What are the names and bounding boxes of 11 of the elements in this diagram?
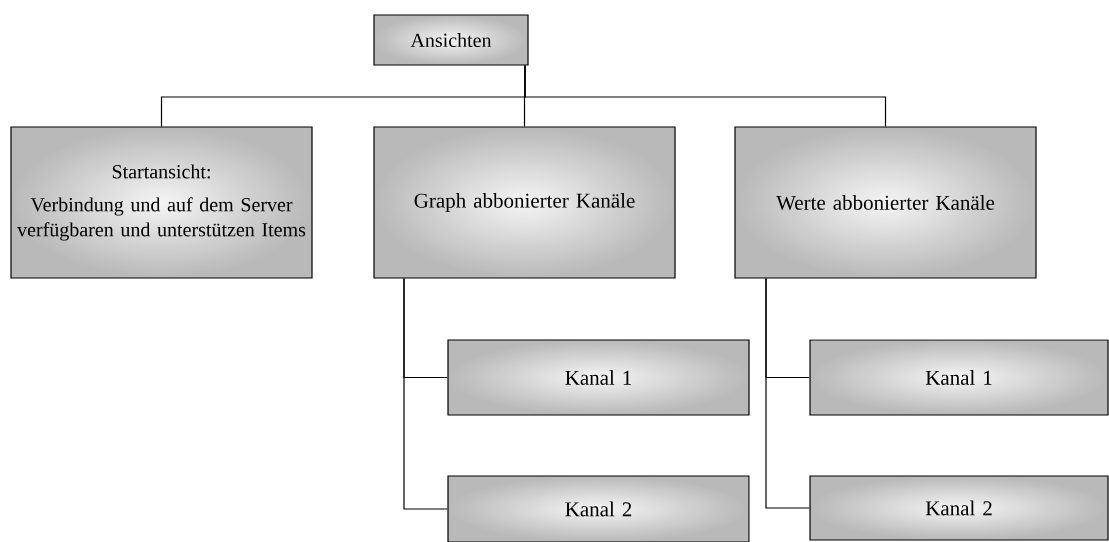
process-box: Ansichten [373,14,529,66]
process-box: Kanal 1 [809,339,1109,416]
process-box: Kanal 2 [809,475,1109,541]
process-box: Graph abbonierter Kanäle [373,126,676,279]
connector-line [524,65,887,127]
connector-line [403,278,448,510]
connector-line [765,278,810,509]
process-box: Startansicht: Verbindung und auf dem Server verfügbaren und unterstützen Items [10,126,313,279]
process-box: Kanal 1 [447,339,750,416]
process-box: Werte abbonierter Kanäle [734,126,1037,279]
process-box: Kanal 2 [447,475,750,542]
